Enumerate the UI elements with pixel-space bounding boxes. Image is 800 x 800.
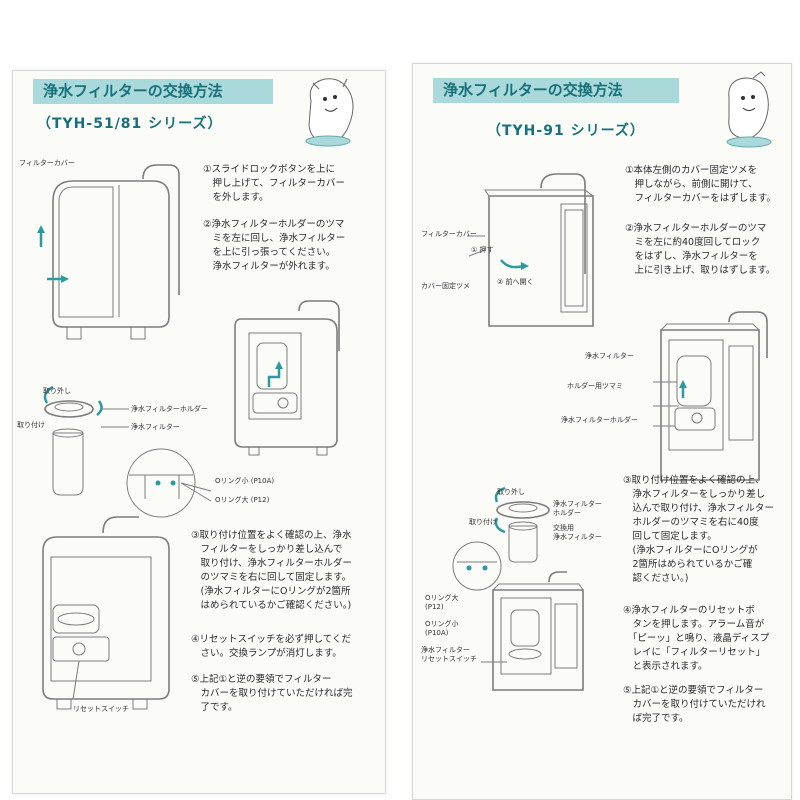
right-label-holder-knob: ホルダー用ツマミ — [567, 382, 623, 390]
right-label-attach: 取り付け — [469, 518, 497, 526]
right-label-cover-clip: カバー固定ツメ — [421, 282, 470, 290]
mascot-icon — [726, 71, 772, 148]
left-label-filter-cover: フィルターカバー — [19, 159, 75, 167]
left-series-label: （TYH-51/81 シリーズ） — [37, 116, 223, 132]
left-step-3: ③取り付け位置をよく確認の上、浄水 フィルターをしっかり差し込んで 取り付け、浄… — [191, 530, 352, 611]
right-instruction-card: 浄水フィルターの交換方法 （TYH-91 シリーズ） — [412, 63, 792, 800]
right-step-4: ④浄水フィルターのリセットボ タンを押します。アラーム音が 「ピーッ」と鳴り、液… — [623, 605, 770, 672]
left-label-oring-large: Oリング大 (P12) — [215, 496, 270, 504]
right-label-holder: 浄水フィルターホルダー — [561, 416, 638, 424]
right-step-1: ①本体左側のカバー固定ツメを 押しながら、前側に開けて、 フィルターカバーをはず… — [625, 165, 776, 204]
purifier-illustration-2 — [653, 311, 768, 481]
left-title-banner: 浄水フィルターの交換方法 — [33, 79, 273, 104]
left-label-reset-switch: リセットスイッチ — [73, 705, 129, 713]
filter-holder-illustration — [43, 385, 212, 518]
right-title-banner: 浄水フィルターの交換方法 — [433, 78, 679, 103]
right-step-5: ⑤上記①と逆の要領でフィルター カバーを取り付けていただけれ ば完了です。 — [623, 685, 766, 724]
right-illustrations — [452, 71, 772, 691]
filter-holder-illustration — [452, 486, 550, 591]
left-step-5: ⑤上記①と逆の要領でフィルター カバーを取り付けていただければ完 了です。 — [191, 674, 353, 713]
purifier-illustration-2 — [234, 300, 340, 456]
left-step-2: ②浄水フィルターホルダーのツマ ミを左に回し、浄水フィルター を上に引っ張ってく… — [203, 219, 346, 272]
mascot-icon — [305, 78, 354, 147]
left-instruction-card: 浄水フィルターの交換方法 （TYH-51/81 シリーズ） — [12, 70, 386, 794]
right-label-filter-cover: フィルターカバー — [421, 230, 477, 238]
purifier-illustration-1 — [467, 173, 594, 327]
right-label-push: ① 押す — [471, 246, 494, 254]
left-label-attach: 取り付け — [17, 421, 45, 429]
right-title: 浄水フィルターの交換方法 — [443, 81, 623, 99]
left-label-remove: 取り外し — [43, 387, 71, 395]
right-label-open-front: ② 前へ開く — [497, 278, 534, 286]
right-label-holder-2: 浄水フィルター ホルダー — [553, 500, 602, 517]
left-step-4: ④リセットスイッチを必ず押してくだ さい。交換ランプが消灯します。 — [191, 634, 351, 659]
right-step-3: ③取り付け位置をよく確認の上、 浄水フィルターをしっかり差し 込んで取り付け、浄… — [623, 475, 774, 584]
left-illustrations — [37, 78, 354, 710]
right-label-reset-switch: 浄水フィルター リセットスイッチ — [421, 646, 477, 663]
left-label-filter: 浄水フィルター — [131, 423, 180, 431]
left-title: 浄水フィルターの交換方法 — [43, 82, 223, 100]
right-label-replacement: 交換用 浄水フィルター — [553, 524, 602, 541]
right-label-filter: 浄水フィルター — [585, 352, 634, 360]
right-series-label: （TYH-91 シリーズ） — [487, 123, 645, 139]
right-label-oring-large: Oリング大 (P12) — [425, 594, 459, 611]
right-label-remove: 取り外し — [497, 488, 525, 496]
right-label-oring-small: Oリング小 (P10A) — [425, 620, 459, 637]
left-label-oring-small: Oリング小 (P10A) — [215, 477, 275, 485]
right-step-2: ②浄水フィルターホルダーのツマ ミを左に約40度回してロック をはずし、浄水フィ… — [625, 223, 776, 276]
purifier-illustration-3 — [42, 516, 170, 710]
purifier-illustration-3 — [481, 571, 584, 691]
left-step-1: ①スライドロックボタンを上に 押し上げて、フィルターカバー を外します。 — [203, 164, 345, 203]
purifier-illustration-1 — [37, 164, 180, 340]
left-label-holder: 浄水フィルターホルダー — [131, 405, 208, 413]
